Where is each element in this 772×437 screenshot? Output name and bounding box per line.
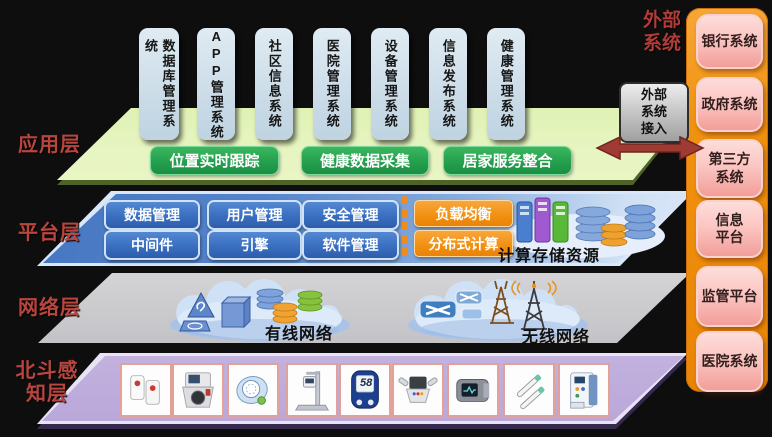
server-storage-icon	[516, 197, 656, 247]
app-system-database: 数据库管理系 统	[139, 28, 179, 140]
app-system-label: 设备管理系统	[382, 39, 398, 129]
app-system-label: APP管理系统	[208, 28, 224, 140]
external-info-platform: 信息 平台	[696, 200, 763, 258]
module-data-mgmt: 数据管理	[104, 200, 200, 230]
module-user-mgmt: 用户管理	[207, 200, 302, 230]
wireless-network-cloud-icon	[408, 279, 588, 341]
function-health-data-collect: 健康数据采集	[301, 146, 429, 175]
glucose-reading: 58	[360, 377, 373, 389]
module-engine: 引擎	[207, 230, 302, 260]
storage-label: 计算存储资源	[498, 248, 601, 265]
app-system-label: 数据库管理系 统	[143, 39, 176, 129]
external-systems-title: 外部 系统	[642, 10, 681, 54]
app-system-app-mgmt: APP管理系统	[197, 28, 235, 140]
module-software-mgmt: 软件管理	[302, 230, 399, 260]
external-hospital-system: 医院系统	[696, 331, 763, 392]
double-arrow-icon	[595, 135, 705, 161]
height-measure-station-icon	[286, 363, 338, 417]
app-system-info-publish: 信息发布系统	[429, 28, 467, 140]
wireless-network-label: 无线网络	[522, 329, 591, 346]
digital-thermometer-icon	[503, 363, 555, 417]
body-fat-analyzer-icon	[392, 363, 444, 417]
app-system-community: 社区信息系统	[255, 28, 293, 140]
external-government-system: 政府系统	[696, 77, 763, 132]
app-system-device: 设备管理系统	[371, 28, 409, 140]
blood-pressure-monitor-icon	[172, 363, 224, 417]
network-layer-label: 网络层	[18, 297, 81, 319]
sos-pendant-icon	[120, 363, 172, 417]
app-system-label: 健康管理系统	[498, 39, 514, 129]
external-access-box: 外部 系统 接入	[619, 82, 689, 143]
app-system-hospital: 医院管理系统	[313, 28, 351, 140]
module-security-mgmt: 安全管理	[302, 200, 399, 230]
app-system-label: 社区信息系统	[266, 39, 282, 129]
function-location-tracking: 位置实时跟踪	[150, 146, 279, 175]
module-middleware: 中间件	[104, 230, 200, 260]
app-system-label: 信息发布系统	[440, 39, 456, 129]
app-layer-label: 应用层	[18, 134, 81, 156]
compute-load-balance: 负载均衡	[414, 200, 513, 227]
platform-layer-label: 平台层	[18, 222, 81, 244]
external-bank-system: 银行系统	[696, 14, 763, 69]
compute-distributed: 分布式计算	[414, 230, 513, 257]
patient-monitor-icon	[558, 363, 610, 417]
function-home-service: 居家服务整合	[443, 146, 572, 175]
dashed-divider	[402, 196, 407, 262]
app-system-label: 医院管理系统	[324, 39, 340, 129]
wired-network-cloud-icon	[170, 279, 350, 341]
app-system-health: 健康管理系统	[487, 28, 525, 140]
glucose-meter-icon: 58	[339, 363, 391, 417]
external-regulatory-platform: 监管平台	[696, 266, 763, 327]
external-third-party-system: 第三方 系统	[696, 139, 763, 198]
percept-layer-label: 北斗感 知层	[15, 360, 79, 405]
wired-network-label: 有线网络	[265, 326, 334, 343]
pulse-oximeter-icon	[447, 363, 499, 417]
fetal-doppler-icon	[227, 363, 279, 417]
